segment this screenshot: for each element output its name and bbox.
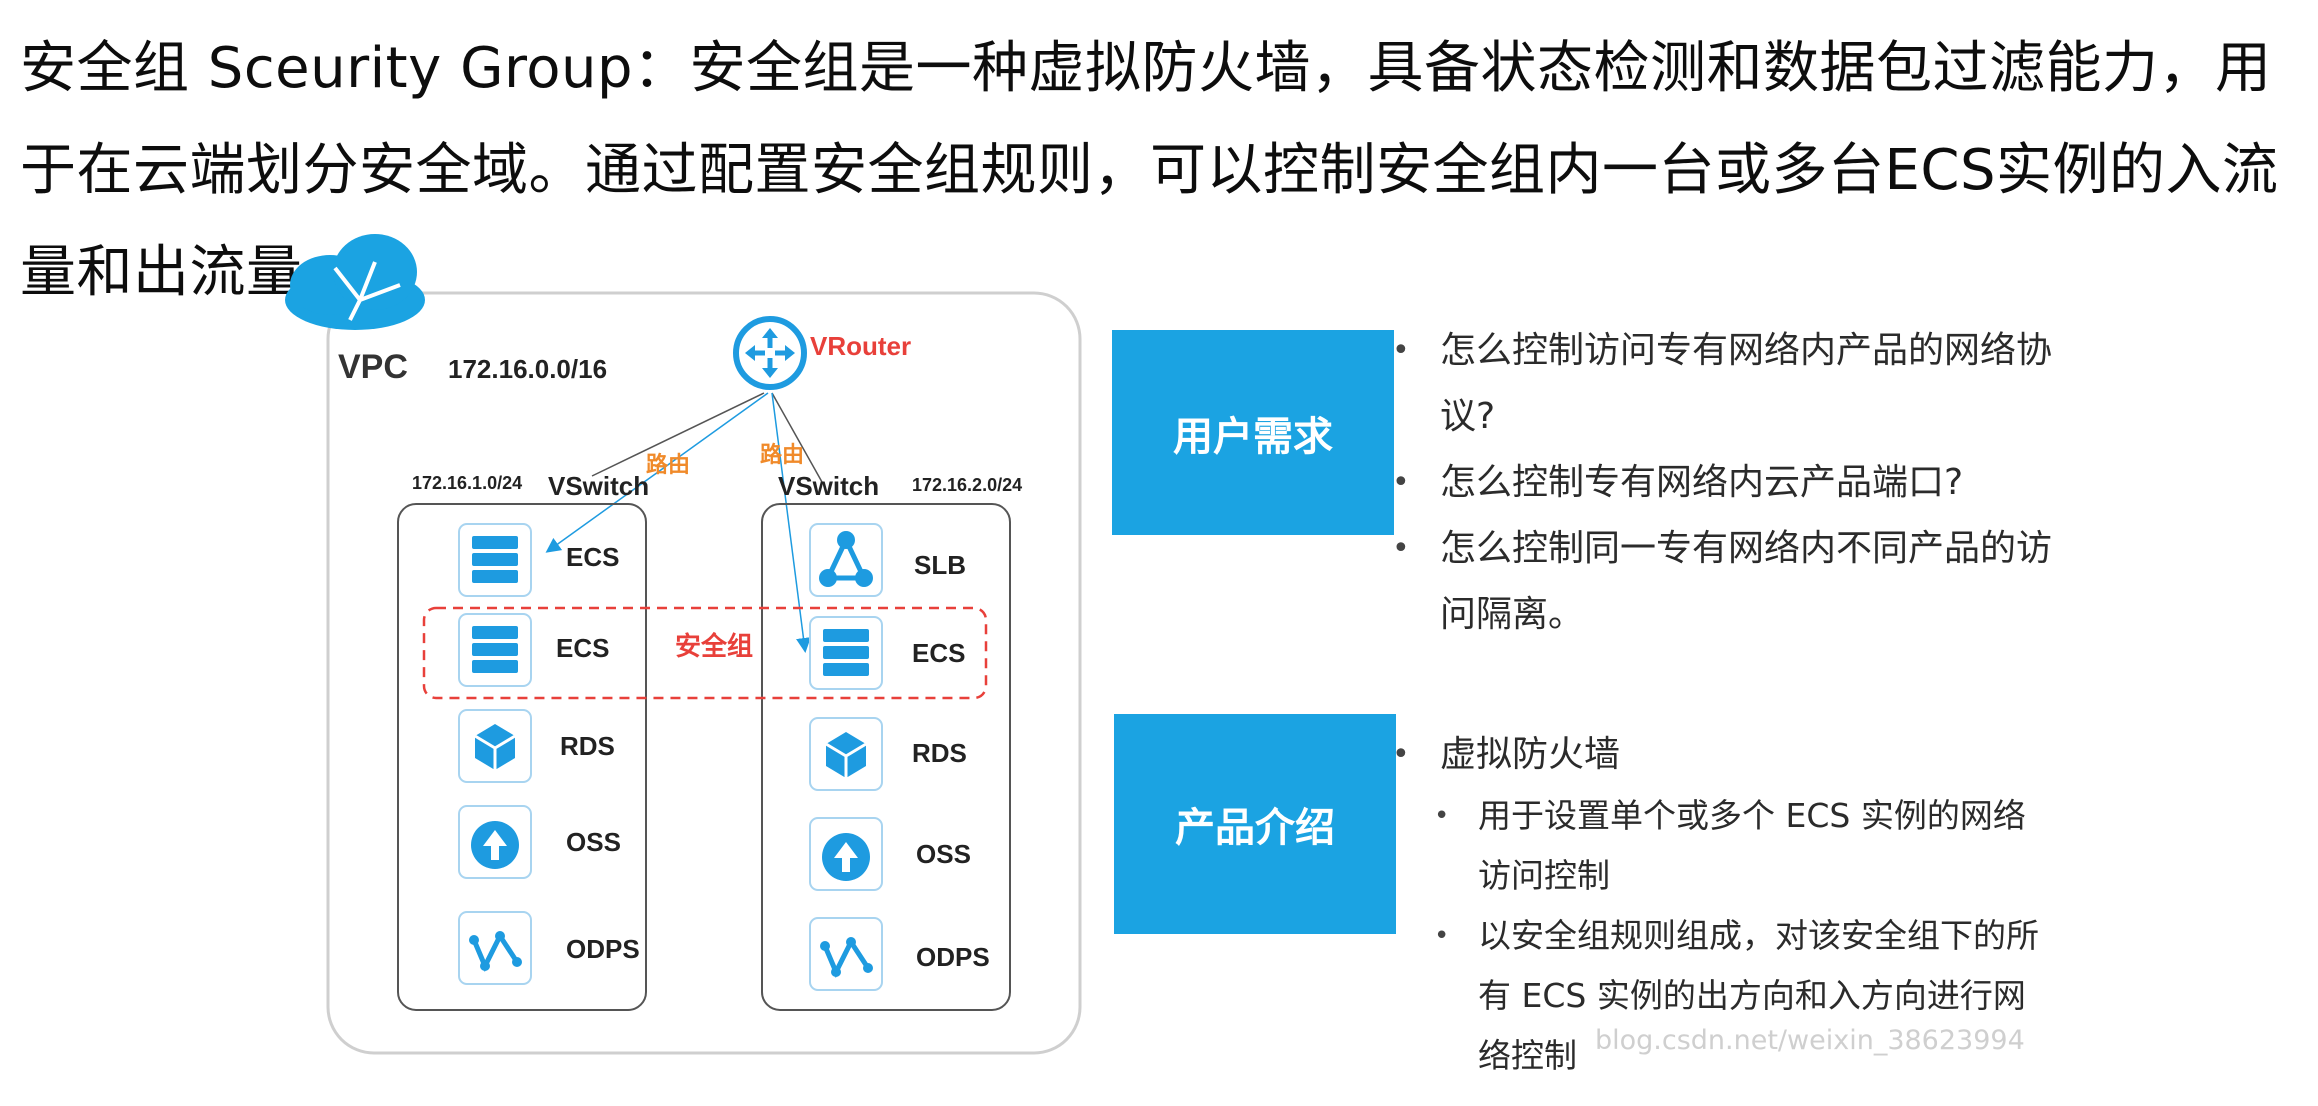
right-item-label: RDS: [912, 738, 967, 768]
watermark: blog.csdn.net/weixin_38623994: [1595, 1025, 2025, 1056]
list-item: 怎么控制专有网络内云产品端口?: [1388, 450, 2078, 516]
left-switch-cidr: 172.16.1.0/24: [412, 473, 522, 493]
left-item-oss: OSS: [458, 805, 621, 879]
list-item: 以安全组规则组成，对该安全组下的所有 ECS 实例的出方向和入方向进行网络控制: [1430, 906, 2050, 1086]
left-item-label: ODPS: [566, 934, 640, 964]
user-needs-list: 怎么控制访问专有网络内产品的网络协议? 怎么控制专有网络内云产品端口? 怎么控制…: [1388, 318, 2078, 648]
server-icon: [809, 616, 883, 690]
security-group-boundary: [422, 606, 988, 700]
product-intro-sublist: 用于设置单个或多个 ECS 实例的网络访问控制 以安全组规则组成，对该安全组下的…: [1430, 786, 2050, 1086]
right-item-label: SLB: [914, 550, 966, 580]
right-item-rds: RDS: [809, 717, 967, 791]
vpc-container: [326, 291, 1082, 1055]
right-item-odps: ODPS: [809, 917, 990, 991]
load-balancer-icon: [809, 523, 883, 597]
product-intro-title: 产品介绍: [1114, 714, 1396, 934]
vpc-label: VPC: [338, 348, 408, 386]
list-item: 怎么控制访问专有网络内产品的网络协议?: [1388, 318, 2078, 450]
right-item-slb: SLB: [809, 523, 966, 597]
list-item: 用于设置单个或多个 ECS 实例的网络访问控制: [1430, 786, 2050, 906]
database-icon: [809, 717, 883, 791]
right-item-oss: OSS: [809, 817, 971, 891]
left-item-label: OSS: [566, 827, 621, 857]
left-item-ecs-2: ECS: [458, 613, 609, 687]
route-label-left: 路由: [646, 452, 690, 478]
right-item-label: OSS: [916, 839, 971, 869]
left-item-label: ECS: [566, 542, 619, 572]
right-vswitch-box: [761, 503, 1011, 1011]
right-item-label: ODPS: [916, 942, 990, 972]
product-intro-list: 虚拟防火墙: [1388, 722, 2078, 788]
left-item-odps: ODPS: [458, 911, 640, 985]
right-item-label: ECS: [912, 638, 965, 668]
route-label-right: 路由: [760, 442, 804, 468]
left-item-label: ECS: [556, 633, 609, 663]
router-icon: [733, 316, 807, 390]
left-item-label: RDS: [560, 731, 615, 761]
list-item: 虚拟防火墙: [1388, 722, 2078, 788]
right-switch-cidr: 172.16.2.0/24: [912, 475, 1022, 495]
user-needs-title: 用户需求: [1112, 330, 1394, 535]
right-item-ecs: ECS: [809, 616, 965, 690]
intro-paragraph: 安全组 Sceurity Group：安全组是一种虚拟防火墙，具备状态检测和数据…: [20, 36, 2279, 305]
storage-icon: [809, 817, 883, 891]
analytics-icon: [458, 911, 532, 985]
server-icon: [458, 523, 532, 597]
analytics-icon: [809, 917, 883, 991]
vpc-cidr: 172.16.0.0/16: [448, 354, 607, 384]
server-icon: [458, 613, 532, 687]
list-item: 怎么控制同一专有网络内不同产品的访问隔离。: [1388, 516, 2078, 648]
left-item-rds: RDS: [458, 709, 615, 783]
router-label: VRouter: [810, 331, 911, 361]
right-switch-label: VSwitch: [778, 471, 879, 501]
cloud-icon: [285, 234, 425, 330]
security-group-label: 安全组: [675, 631, 753, 662]
left-vswitch-box: [397, 503, 647, 1011]
storage-icon: [458, 805, 532, 879]
database-icon: [458, 709, 532, 783]
left-item-ecs-1: ECS: [458, 523, 619, 597]
left-switch-label: VSwitch: [548, 471, 649, 501]
